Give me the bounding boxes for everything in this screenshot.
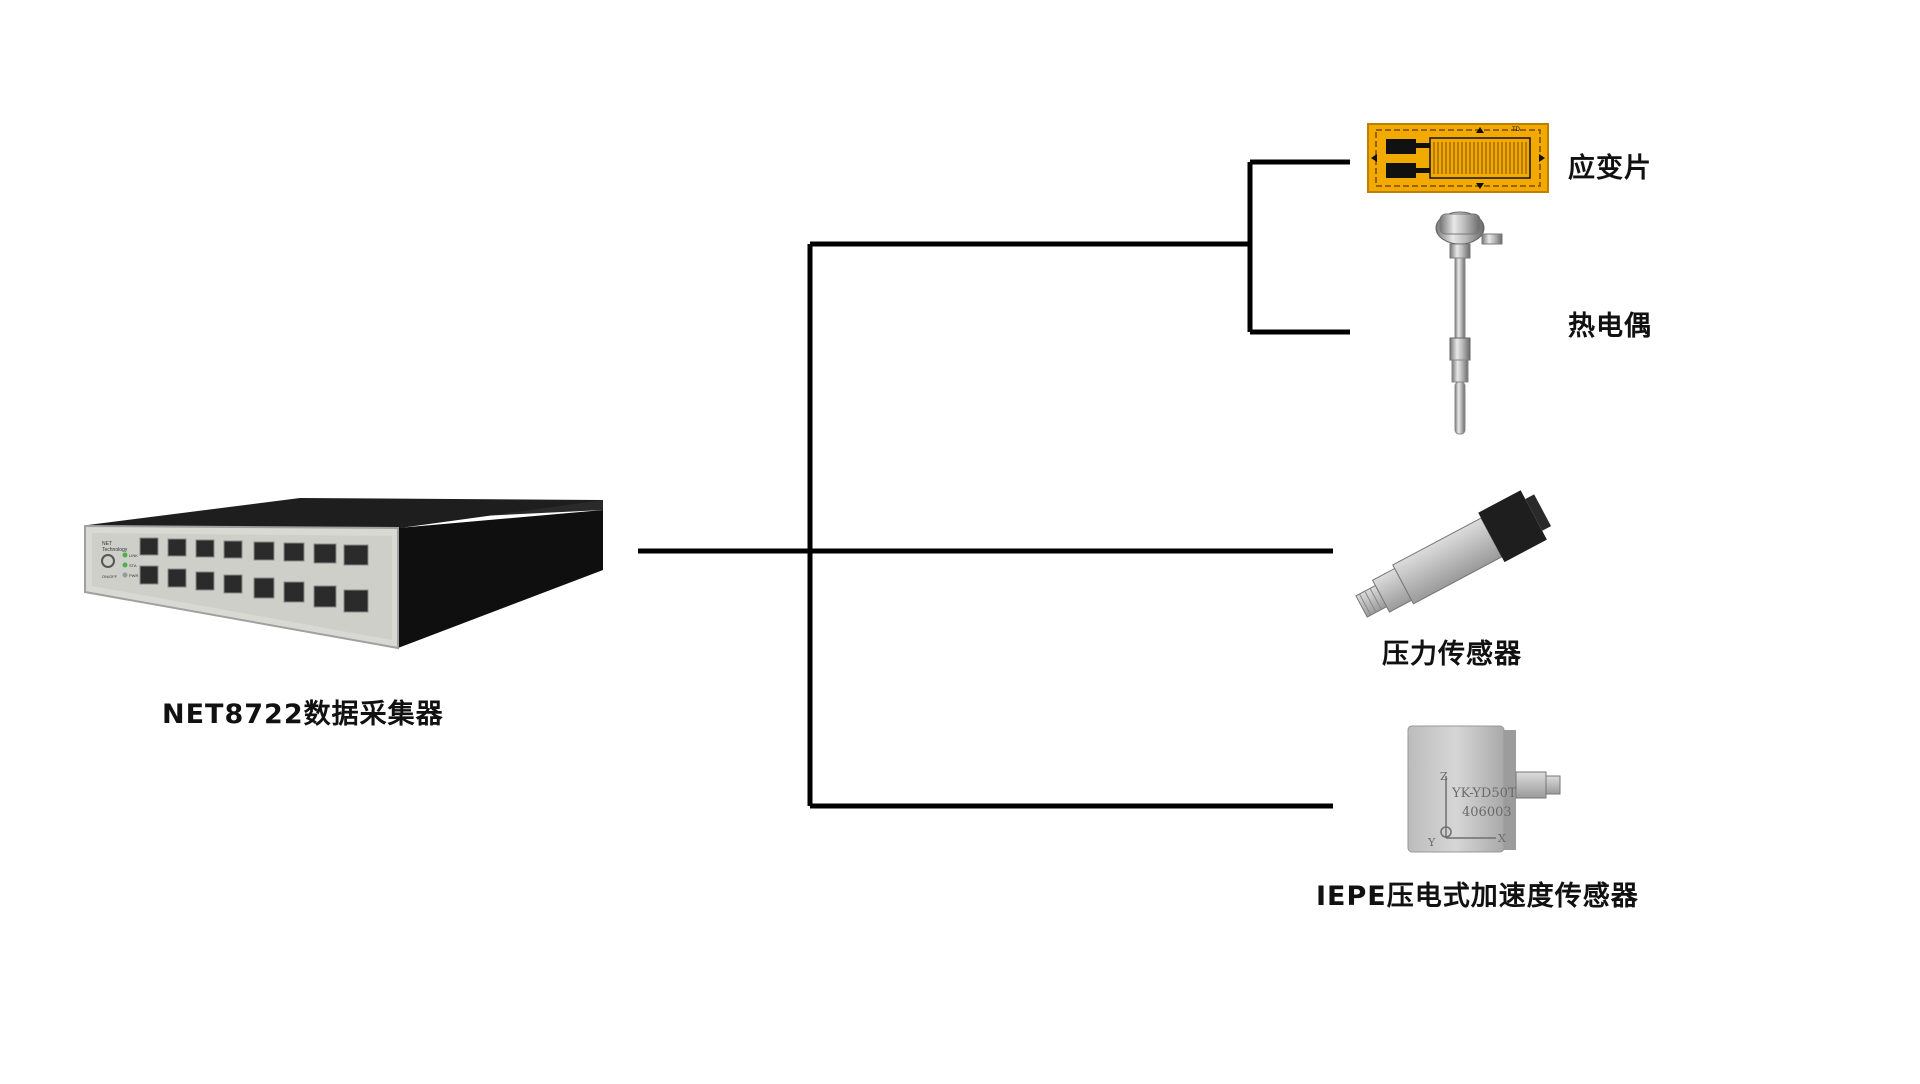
thermocouple-label: 热电偶 <box>1568 304 1652 343</box>
accelerometer-axis-x: X <box>1498 832 1506 845</box>
device-status-link: LINK <box>129 553 138 558</box>
accelerometer-axis-z: Z <box>1440 770 1448 783</box>
accelerometer-axis-y: Y <box>1427 836 1436 849</box>
accelerometer-model: YK-YD50T <box>1451 786 1517 801</box>
accelerometer-serial: 406003 <box>1462 805 1512 820</box>
thermocouple-image <box>1436 212 1502 434</box>
device-status-pwr: PWR <box>129 573 138 578</box>
strain-gauge-image: TD <box>1368 124 1548 192</box>
device-brand-line-2: Technology <box>102 547 128 553</box>
strain-gauge-label: 应变片 <box>1568 146 1652 185</box>
accelerometer-image: YK-YD50T 406003 Z X Y <box>1408 726 1560 852</box>
pressure-sensor-label: 压力传感器 <box>1382 632 1522 671</box>
data-acquisition-device-image: NET Technology LINK STA PWR ON/OFF <box>85 498 603 648</box>
device-status-onoff: ON/OFF <box>102 574 118 579</box>
device-label: NET8722数据采集器 <box>162 692 444 731</box>
pressure-sensor-image <box>1348 485 1555 631</box>
strain-gauge-marking: TD <box>1512 127 1521 133</box>
connector-lines <box>638 162 1350 806</box>
device-status-sta: STA <box>129 563 137 568</box>
accelerometer-label: IEPE压电式加速度传感器 <box>1316 874 1639 913</box>
